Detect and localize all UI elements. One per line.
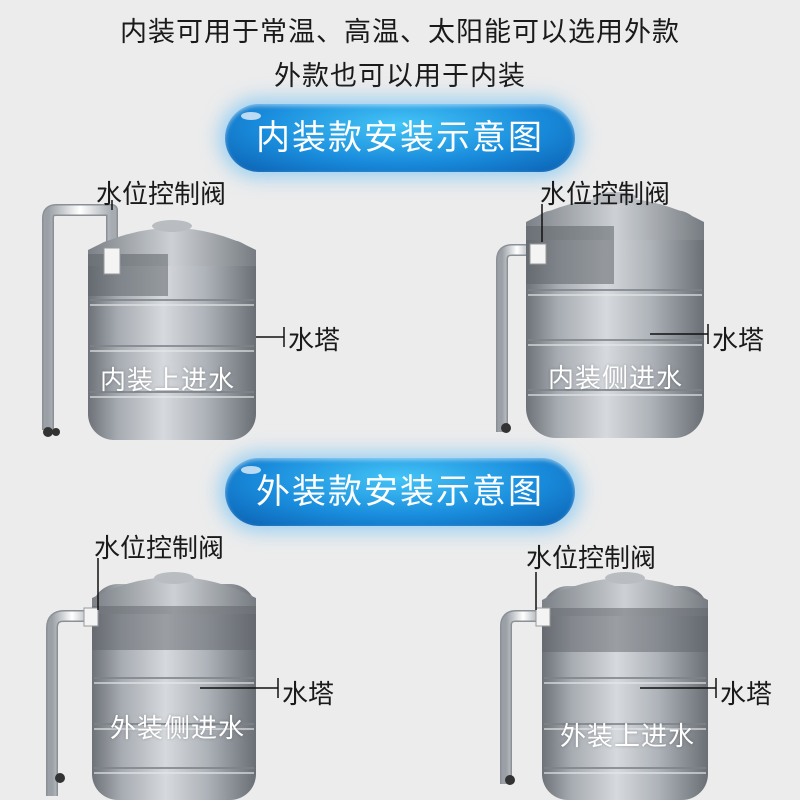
panel-outer-top-inlet: 水位控制阀 水塔 外装上进水 (470, 528, 800, 800)
valve-label: 水位控制阀 (94, 534, 225, 564)
outer-install-title-badge: 外装款安装示意图 (225, 458, 575, 526)
water-tower-illustration (46, 558, 279, 800)
tower-label: 水塔 (720, 680, 773, 710)
water-tower-illustration (42, 200, 285, 440)
outer-install-title: 外装款安装示意图 (256, 472, 544, 512)
header-line-2: 外款也可以用于内装 (274, 61, 526, 92)
inlet-type-label: 内装上进水 (100, 366, 236, 396)
valve-label: 水位控制阀 (96, 180, 227, 210)
header-line-1: 内装可用于常温、高温、太阳能可以选用外款 (120, 17, 680, 48)
tower-label: 水塔 (288, 326, 341, 356)
inlet-type-label: 外装上进水 (560, 722, 696, 752)
panel-outer-side-inlet: 水位控制阀 水塔 外装侧进水 (0, 528, 400, 800)
water-tower-illustration (496, 192, 709, 438)
panel-inner-side-inlet: 水位控制阀 水塔 内装侧进水 (470, 170, 800, 440)
inlet-type-label: 内装侧进水 (548, 364, 684, 394)
inner-install-title-badge: 内装款安装示意图 (225, 104, 575, 172)
tower-label: 水塔 (282, 680, 335, 710)
valve-label: 水位控制阀 (540, 180, 671, 210)
tower-label: 水塔 (712, 326, 765, 356)
water-tower-illustration (500, 572, 717, 800)
inner-install-title: 内装款安装示意图 (256, 118, 544, 158)
panel-inner-top-inlet: 水位控制阀 水塔 内装上进水 (0, 170, 400, 440)
valve-label: 水位控制阀 (526, 544, 657, 574)
inlet-type-label: 外装侧进水 (110, 714, 246, 744)
